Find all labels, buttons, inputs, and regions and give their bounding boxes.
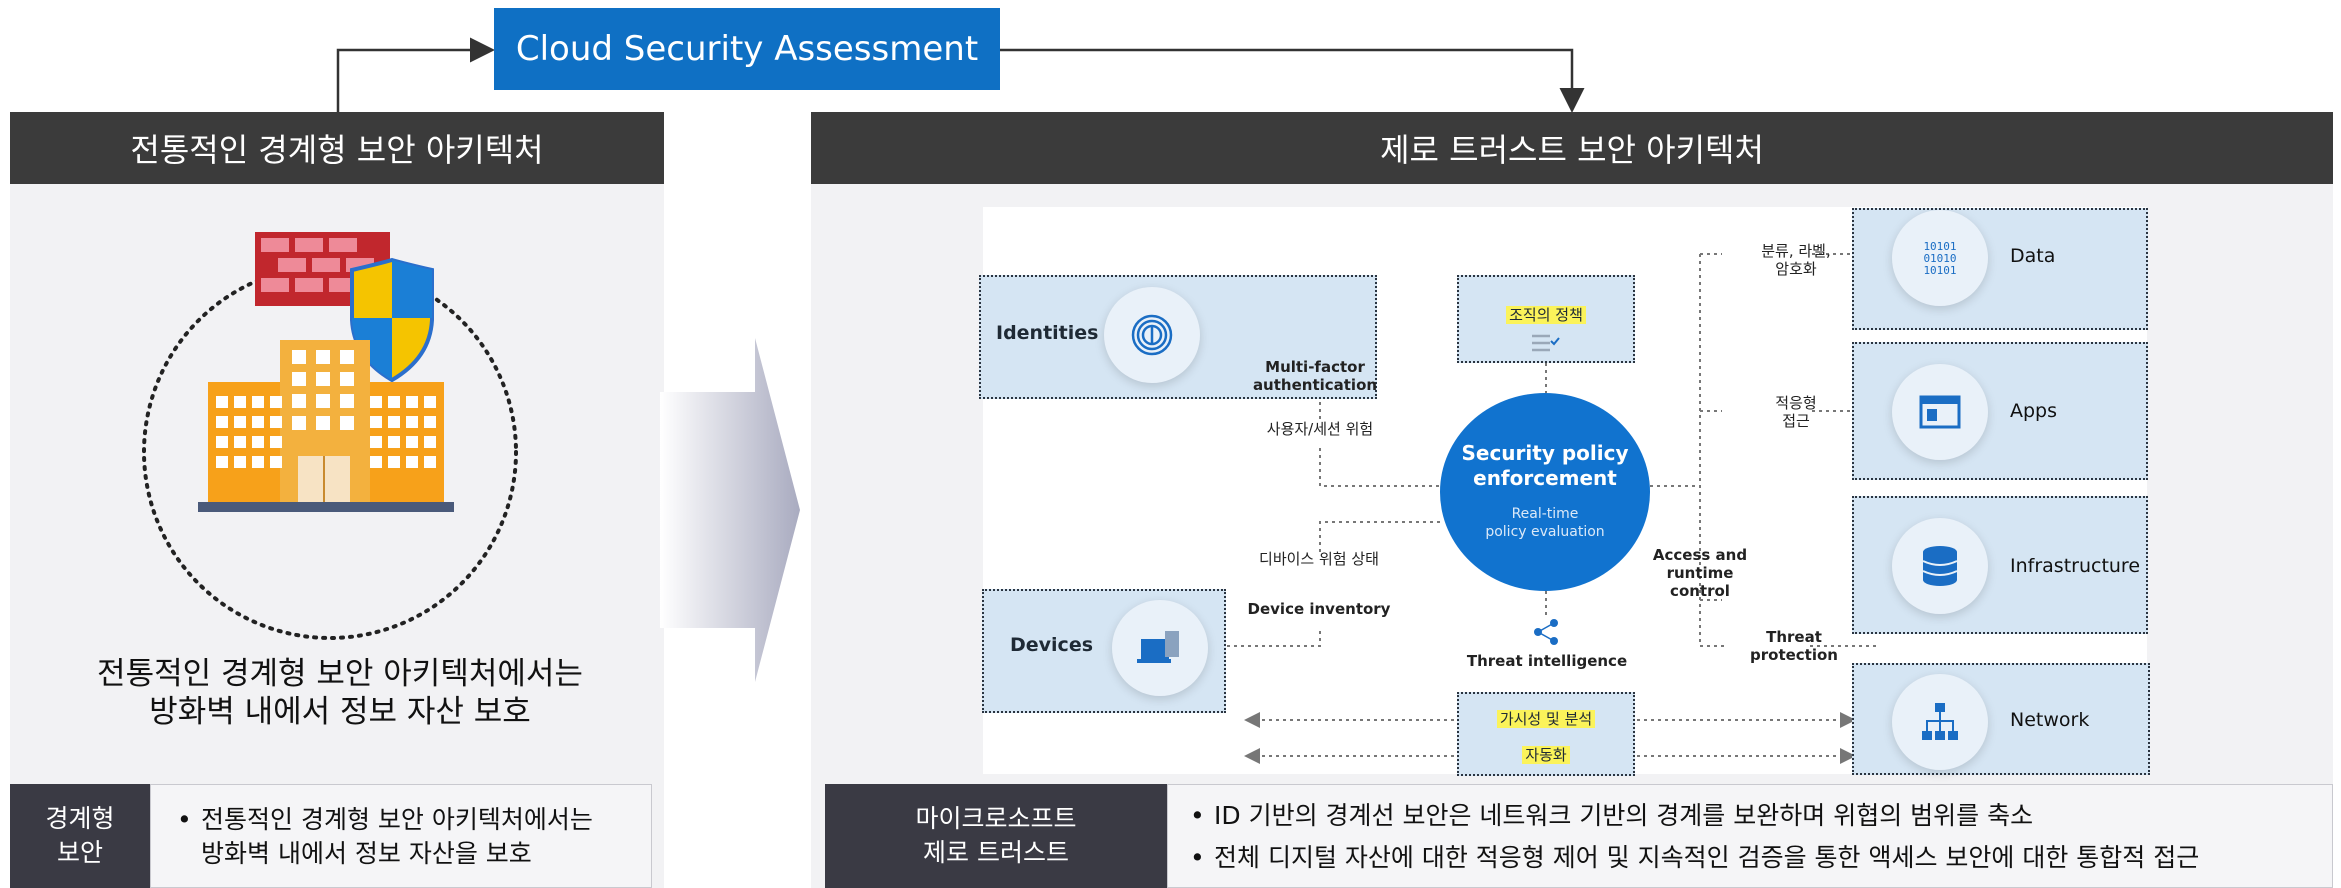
caption-line: 전통적인 경계형 보안 아키텍처에서는 [97,656,583,692]
zero-trust-header: 제로 트러스트 보안 아키텍처 [811,112,2333,184]
classify-label: 분류, 라벨,암호화 [1761,242,1831,278]
svg-text:10101: 10101 [1923,240,1956,253]
svg-text:10101: 10101 [1923,264,1956,277]
fingerprint-icon [1104,287,1200,383]
device-risk-label: 디바이스 위험 상태 [1259,550,1379,568]
device-icon [1112,600,1208,696]
network-label: Network [2010,709,2090,731]
threat-intel-icon [1534,619,1558,645]
devices-label: Devices [1010,634,1094,656]
perimeter-tag: 경계형 보안 [10,784,150,888]
database-icon [1892,518,1988,614]
network-icon [1892,674,1988,770]
zero-trust-bullets: ID 기반의 경계선 보안은 네트워크 기반의 경계를 보완하며 위협의 범위를… [1167,784,2333,888]
cloud-security-assessment-box: Cloud Security Assessment [494,8,1000,90]
apps-label: Apps [2010,400,2058,422]
infrastructure-label: Infrastructure [2010,555,2141,577]
automation-label: 자동화 [1457,746,1635,764]
caption-line: 방화벽 내에서 정보 자산 보호 [149,694,531,730]
tag-line: 보안 [56,838,103,867]
transition-arrow [660,338,800,682]
threat-intel-label: Threat intelligence [1466,652,1628,670]
bullet-item: ID 기반의 경계선 보안은 네트워크 기반의 경계를 보완하며 위협의 범위를… [1180,795,2324,837]
tag-line: 마이크로소프트 [915,804,1077,833]
visibility-label: 가시성 및 분석 [1457,710,1635,728]
identities-label: Identities [996,322,1099,344]
perimeter-illustration [142,232,518,640]
data-label: Data [2010,245,2056,267]
shield-icon [350,257,434,383]
app-window-icon [1892,364,1988,460]
bullet-item: 전체 디지털 자산에 대한 적응형 제어 및 지속적인 검증을 통한 액세스 보… [1180,837,2324,879]
microsoft-zero-trust-tag: 마이크로소프트 제로 트러스트 [825,784,1167,888]
tag-line: 제로 트러스트 [923,838,1069,867]
org-policy-label: 조직의 정책 [1457,306,1635,324]
device-inventory-label: Device inventory [1247,600,1391,618]
traditional-header: 전통적인 경계형 보안 아키텍처 [10,112,664,184]
traditional-caption: 전통적인 경계형 보안 아키텍처에서는 방화벽 내에서 정보 자산 보호 [40,655,640,731]
user-session-risk-label: 사용자/세션 위험 [1266,420,1374,438]
checklist-icon [1532,334,1560,352]
building-icon [198,340,454,512]
tag-line: 경계형 [45,804,115,833]
svg-text:01010: 01010 [1923,252,1956,265]
